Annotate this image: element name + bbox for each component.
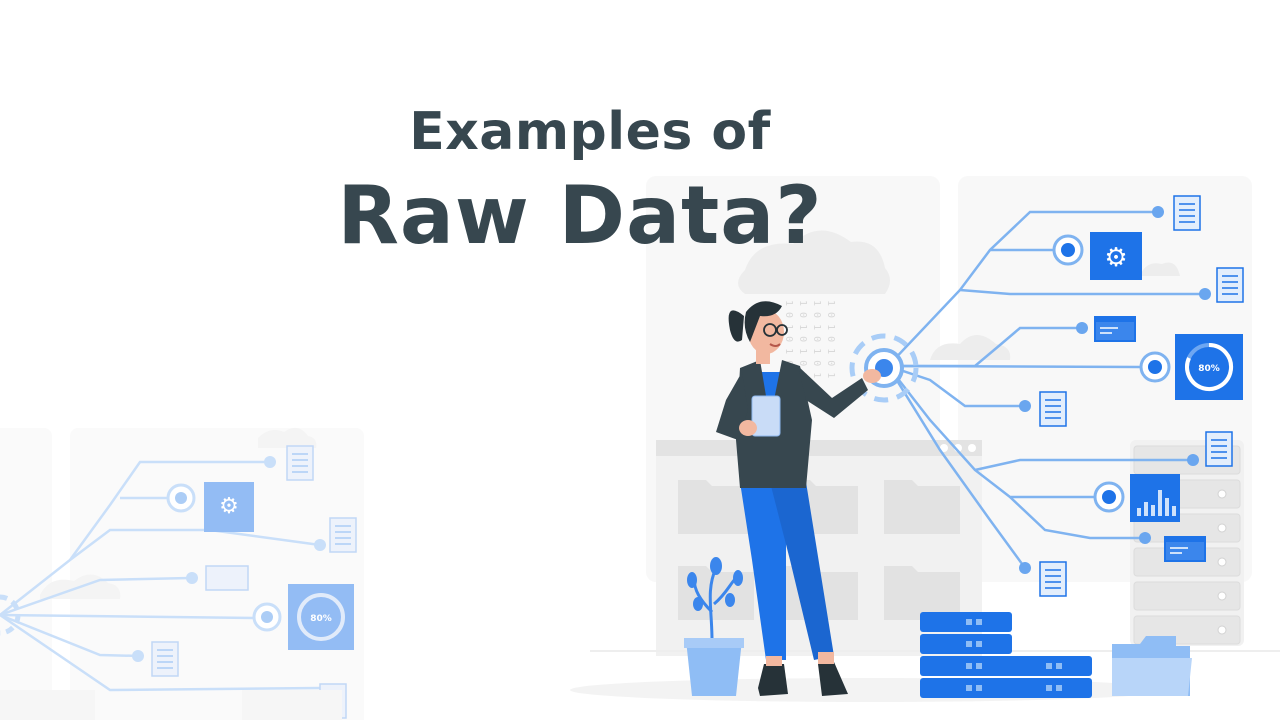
window-icon-2 [1164,536,1206,562]
faded-network-diagram: ⚙ 80% [0,427,364,720]
binary-stream: 1 0 1 0 1 0 1 [783,300,794,378]
faded-gear-tile [204,482,254,532]
document-icon-4 [1205,431,1233,467]
document-icon [1173,195,1201,231]
title-block: Examples of Raw Data? [300,96,880,264]
faded-document-icon-2 [329,517,357,553]
network-lines [886,210,1205,569]
tablet-device [751,395,781,437]
binary-stream-4: 1 0 1 0 1 0 1 [825,300,836,378]
binary-stream-3: 1 0 1 0 1 0 1 [811,300,822,378]
faded-document-icon [286,445,314,481]
document-icon-3 [1039,391,1067,427]
document-icons [1039,195,1244,597]
page-title-line2: Raw Data? [337,169,823,262]
ring-nodes [1052,234,1171,513]
faded-gauge-label: 80% [310,614,332,624]
document-icon-5 [1039,561,1067,597]
gauge-label: 80% [1198,364,1220,374]
plant-pot [686,640,742,696]
glasses [763,323,777,337]
woman-character [716,301,881,696]
document-icon-2 [1216,267,1244,303]
faded-hub-ring [0,594,21,636]
hair [744,301,782,342]
shoe-left [758,664,788,696]
faded-document-icon-3 [151,641,179,677]
cloud-icon-tiny [1140,262,1180,276]
faded-cloud-icon [258,427,317,448]
window-icon [1094,316,1136,342]
server-stack [920,612,1092,698]
binary-stream-2: 1 0 1 0 1 0 1 [797,300,808,378]
gauge-tile: 80% [1175,334,1243,400]
folder-icon-3 [884,480,960,534]
page-title-line1: Examples of [409,102,771,162]
faded-window-icon [205,565,249,591]
faded-panel-left [0,428,52,720]
bar-chart-tile [1130,474,1180,522]
open-folder-icon [1112,636,1192,696]
faded-gear-icon: ⚙ [219,494,239,519]
gear-icon: ⚙ [1104,243,1127,273]
cloud-icon-large [738,230,890,294]
folder-icon [678,480,754,534]
gear-tile: ⚙ [1090,232,1142,280]
line-end-dots [1019,206,1211,574]
folder-icon-6 [884,566,960,620]
shoe-right [818,662,848,696]
potted-plant [684,557,744,696]
